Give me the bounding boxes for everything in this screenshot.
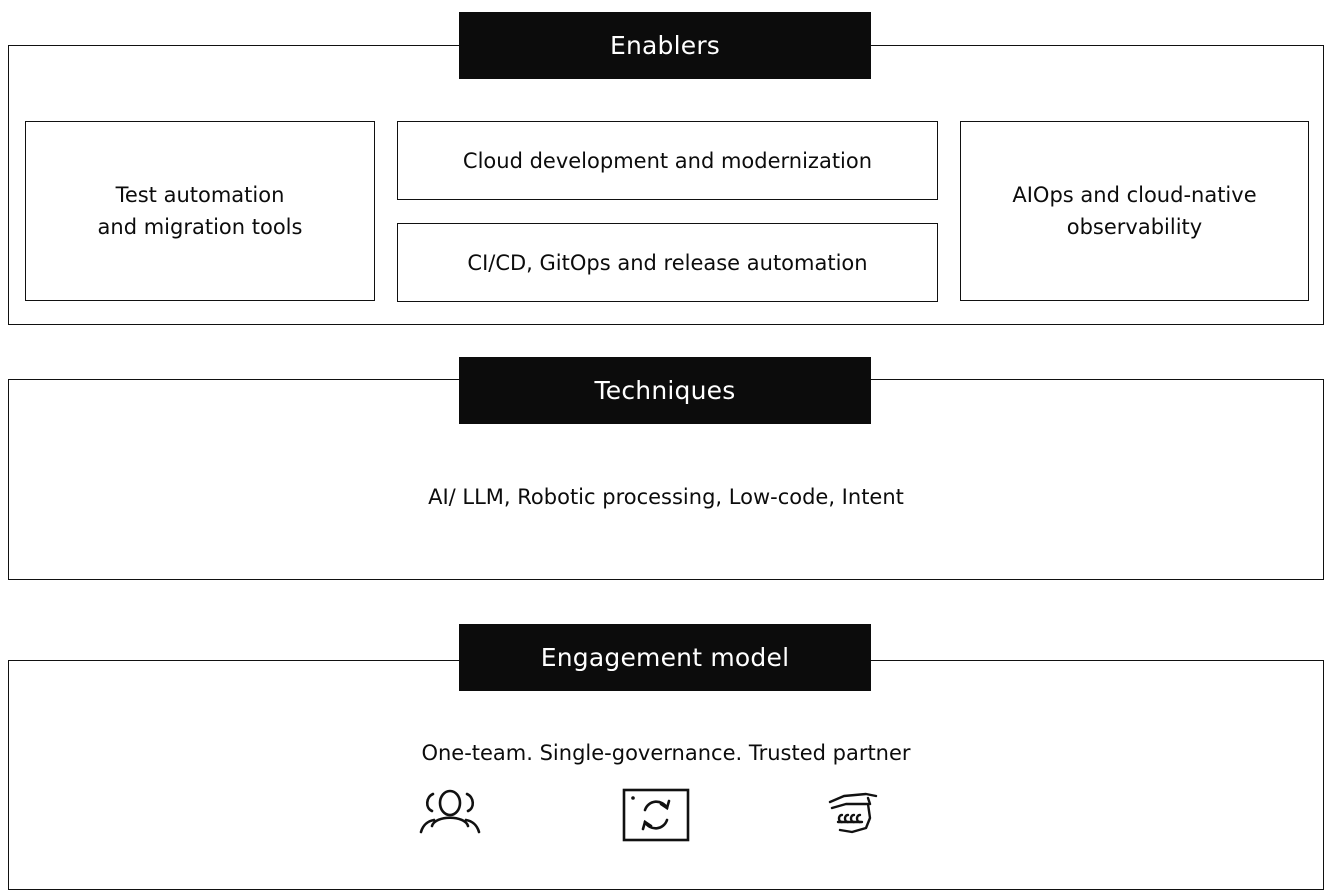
aiops-observability-box: AIOps and cloud-native observability [960,121,1309,301]
handshake-icon [818,784,888,844]
cloud-development-box: Cloud development and modernization [397,121,938,200]
cicd-gitops-label: CI/CD, GitOps and release automation [467,250,868,275]
engagement-title-text: Engagement model [540,643,790,672]
techniques-title-text: Techniques [594,376,736,405]
test-automation-line1: Test automation [115,183,285,207]
techniques-section: AI/ LLM, Robotic processing, Low-code, I… [8,379,1324,580]
enablers-title-text: Enablers [609,31,721,60]
cicd-gitops-box: CI/CD, GitOps and release automation [397,223,938,302]
techniques-title: Techniques [459,357,871,424]
enablers-title: Enablers [459,12,871,79]
engagement-text: One-team. Single-governance. Trusted par… [421,741,911,765]
refresh-cycle-icon [621,784,691,844]
engagement-title: Engagement model [459,624,871,691]
engagement-section: One-team. Single-governance. Trusted par… [8,660,1324,890]
techniques-text: AI/ LLM, Robotic processing, Low-code, I… [428,485,904,509]
aiops-line2: observability [1066,215,1203,239]
cloud-development-label: Cloud development and modernization [462,148,873,173]
test-automation-line2: and migration tools [97,215,303,239]
test-automation-box: Test automation and migration tools [25,121,375,301]
team-icon [415,784,485,844]
aiops-line1: AIOps and cloud-native [1012,183,1257,207]
